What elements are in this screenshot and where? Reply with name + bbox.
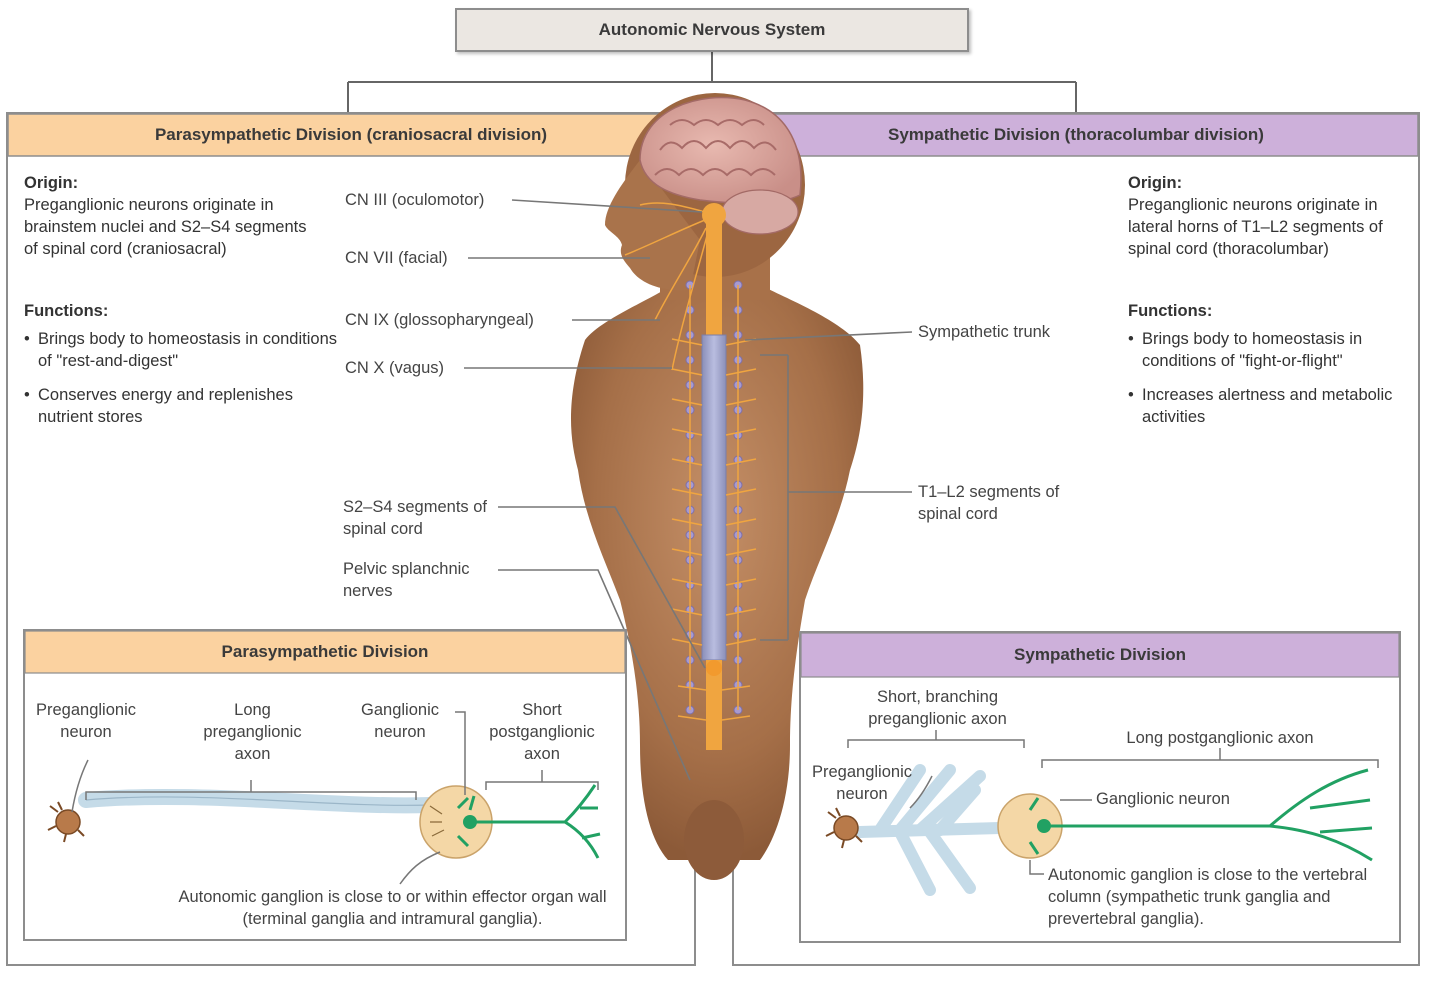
para-header: Parasympathetic Division (craniosacral d… [8, 114, 694, 156]
symp-header: Sympathetic Division (thoracolumbar divi… [734, 114, 1418, 156]
symp-inset-box [799, 631, 1401, 943]
para-inset-box [23, 629, 627, 941]
symp-label-long-postganglionic: Long postganglionic axon [1126, 729, 1314, 747]
symp-origin-heading: Origin: [1128, 174, 1183, 192]
label-cn9: CN IX (glossopharyngeal) [345, 311, 534, 329]
para-functions-section: Functions: Brings body to homeostasis in… [24, 300, 339, 440]
para-label-long-axon: Long preganglionic axon [203, 701, 302, 763]
title-box: Autonomic Nervous System [455, 8, 969, 52]
leader-lines [464, 199, 913, 781]
title-connectors [347, 52, 1077, 112]
label-cn3: CN III (oculomotor) [345, 191, 485, 209]
label-s2s4: S2–S4 segments of spinal cord [343, 498, 488, 538]
para-function-item: Conserves energy and replenishes nutrien… [24, 384, 339, 428]
label-cn10: CN X (vagus) [345, 359, 445, 377]
para-function-item: Brings body to homeostasis in conditions… [24, 328, 339, 372]
symp-functions-heading: Functions: [1128, 302, 1213, 320]
symp-function-item: Increases alertness and metabolic activi… [1128, 384, 1418, 428]
symp-inset-header-text: Sympathetic Division [1014, 645, 1186, 664]
para-functions-heading: Functions: [24, 302, 109, 320]
label-t1l2: T1–L2 segments of spinal cord [918, 483, 1060, 523]
symp-label-short-branching: Short, branching preganglionic axon [868, 688, 1007, 728]
para-pathway [47, 711, 601, 885]
para-inset-header: Parasympathetic Division [25, 631, 625, 673]
symp-inset-header-bg [800, 632, 1400, 678]
para-header-text: Parasympathetic Division (craniosacral d… [154, 125, 548, 144]
para-label-short-axon: Short postganglionic axon [489, 701, 595, 763]
symp-origin-section: Origin: Preganglionic neurons originate … [1128, 172, 1398, 260]
label-symp-trunk: Sympathetic trunk [918, 323, 1051, 341]
symp-pathway [825, 730, 1379, 896]
symp-preganglionic-neuron-body [825, 807, 863, 849]
para-inset-header-text: Parasympathetic Division [221, 642, 429, 661]
symp-label-ganglion-note: Autonomic ganglion is close to the verte… [1048, 866, 1368, 928]
para-origin-heading: Origin: [24, 174, 79, 192]
para-origin-section: Origin: Preganglionic neurons originate … [24, 172, 324, 260]
para-inset-header-bg [24, 630, 626, 674]
symp-label-preganglionic-neuron: Preganglionic neuron [812, 763, 912, 803]
label-pelvic: Pelvic splanchnic nerves [343, 560, 470, 600]
symp-function-item: Brings body to homeostasis in conditions… [1128, 328, 1418, 372]
para-header-bg [7, 113, 695, 157]
label-cn7: CN VII (facial) [345, 249, 448, 267]
para-label-preganglionic-neuron: Preganglionic neuron [36, 701, 136, 741]
para-label-ganglion-note: Autonomic ganglion is close to or within… [178, 888, 607, 928]
page-title: Autonomic Nervous System [598, 20, 826, 39]
symp-inset-header: Sympathetic Division [801, 633, 1399, 677]
para-preganglionic-neuron-body [47, 801, 85, 843]
symp-header-text: Sympathetic Division (thoracolumbar divi… [888, 125, 1264, 144]
human-body-illustration [570, 93, 864, 880]
para-origin-text: Preganglionic neurons originate in brain… [24, 196, 307, 258]
symp-functions-section: Functions: Brings body to homeostasis in… [1128, 300, 1418, 440]
para-label-ganglionic-neuron: Ganglionic neuron [361, 701, 439, 741]
symp-origin-text: Preganglionic neurons originate in later… [1128, 196, 1383, 258]
symp-label-ganglionic-neuron: Ganglionic neuron [1096, 790, 1230, 808]
